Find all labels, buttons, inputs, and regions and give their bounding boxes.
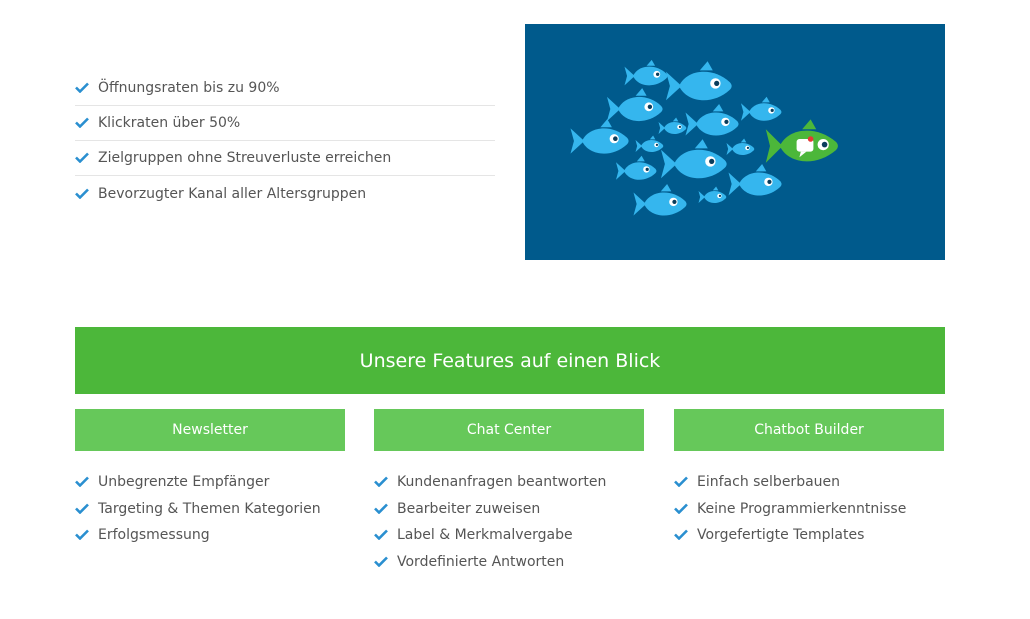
feature-item: Einfach selberbauen xyxy=(674,469,944,496)
features-title: Unsere Features auf einen Blick xyxy=(359,349,661,372)
green-fish-icon xyxy=(765,119,838,163)
feature-list: Kundenanfragen beantworten Bearbeiter zu… xyxy=(374,469,644,575)
feature-label: Label & Merkmalvergabe xyxy=(397,527,573,544)
feature-list: Unbegrenzte Empfänger Targeting & Themen… xyxy=(75,469,345,549)
benefit-item: Zielgruppen ohne Streuverluste erreichen xyxy=(75,141,495,176)
feature-item: Vorgefertigte Templates xyxy=(674,522,944,549)
check-icon xyxy=(374,476,389,488)
check-icon xyxy=(674,529,689,541)
feature-label: Erfolgsmessung xyxy=(98,527,210,544)
check-icon xyxy=(75,529,90,541)
feature-column-newsletter: Newsletter Unbegrenzte Empfänger Targeti… xyxy=(75,409,345,549)
check-icon xyxy=(674,476,689,488)
benefit-label: Öffnungsraten bis zu 90% xyxy=(98,80,280,96)
feature-column-chatbot-builder: Chatbot Builder Einfach selberbauen Kein… xyxy=(674,409,944,549)
feature-label: Vordefinierte Antworten xyxy=(397,553,565,570)
column-header: Newsletter xyxy=(75,409,345,451)
check-icon xyxy=(75,82,90,94)
feature-item: Erfolgsmessung xyxy=(75,522,345,549)
column-header: Chatbot Builder xyxy=(674,409,944,451)
features-banner: Unsere Features auf einen Blick xyxy=(75,327,945,394)
feature-item: Unbegrenzte Empfänger xyxy=(75,469,345,496)
feature-label: Unbegrenzte Empfänger xyxy=(98,474,270,491)
check-icon xyxy=(75,503,90,515)
feature-item: Vordefinierte Antworten xyxy=(374,549,644,576)
benefit-label: Bevorzugter Kanal aller Altersgruppen xyxy=(98,185,367,202)
check-icon xyxy=(75,188,90,200)
benefit-item: Klickraten über 50% xyxy=(75,106,495,141)
feature-item: Label & Merkmalvergabe xyxy=(374,522,644,549)
feature-item: Keine Programmierkenntnisse xyxy=(674,496,944,523)
feature-label: Bearbeiter zuweisen xyxy=(397,500,541,517)
feature-label: Targeting & Themen Kategorien xyxy=(98,500,321,517)
feature-item: Kundenanfragen beantworten xyxy=(374,469,644,496)
feature-label: Kundenanfragen beantworten xyxy=(397,474,607,491)
check-icon xyxy=(374,556,389,568)
check-icon xyxy=(75,152,90,164)
benefit-item: Bevorzugter Kanal aller Altersgruppen xyxy=(75,176,495,211)
hero-fish-illustration xyxy=(525,24,945,260)
column-header: Chat Center xyxy=(374,409,644,451)
fish-swarm-image xyxy=(570,59,838,216)
check-icon xyxy=(75,117,90,129)
check-icon xyxy=(374,503,389,515)
check-icon xyxy=(674,503,689,515)
feature-label: Keine Programmierkenntnisse xyxy=(697,500,907,517)
benefit-label: Klickraten über 50% xyxy=(98,115,241,131)
feature-item: Targeting & Themen Kategorien xyxy=(75,496,345,523)
check-icon xyxy=(374,529,389,541)
feature-item: Bearbeiter zuweisen xyxy=(374,496,644,523)
feature-label: Vorgefertigte Templates xyxy=(697,527,865,544)
check-icon xyxy=(75,476,90,488)
benefit-label: Zielgruppen ohne Streuverluste erreichen xyxy=(98,150,392,166)
benefit-item: Öffnungsraten bis zu 90% xyxy=(75,71,495,106)
feature-list: Einfach selberbauen Keine Programmierken… xyxy=(674,469,944,549)
feature-column-chat-center: Chat Center Kundenanfragen beantworten B… xyxy=(374,409,644,575)
feature-label: Einfach selberbauen xyxy=(697,474,841,491)
benefits-list: Öffnungsraten bis zu 90% Klickraten über… xyxy=(75,71,495,211)
